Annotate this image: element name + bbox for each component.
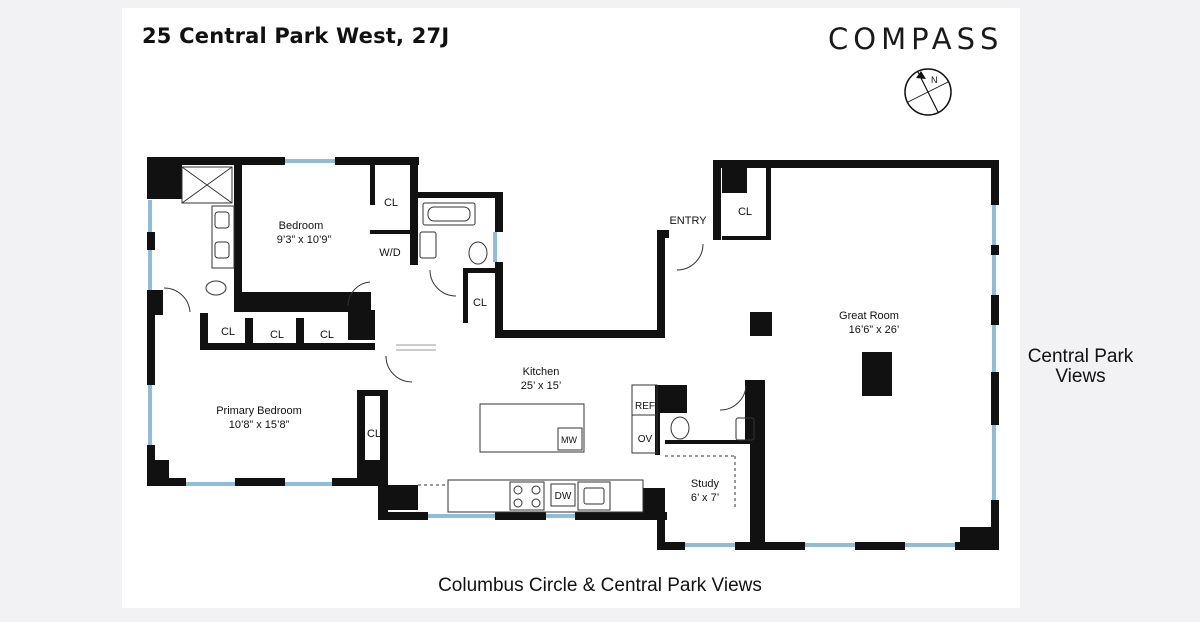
listing-address: 25 Central Park West, 27J [142, 24, 450, 48]
fixture-labels: CL W/D CL CL CL CL CL CL ENTRY REF OV MW… [221, 197, 752, 502]
closet-label: CL [738, 206, 752, 218]
study-dims: 6’ x 7’ [691, 492, 719, 504]
microwave-label: MW [561, 435, 577, 445]
room-labels: Bedroom 9’3” x 10’9” Primary Bedroom 10’… [216, 220, 899, 504]
windows [148, 159, 996, 547]
fixtures [163, 166, 755, 513]
compass-rose-icon: N [904, 68, 952, 116]
closet-label: CL [221, 326, 235, 338]
dishwasher-label: DW [555, 491, 572, 502]
compass-north-label: N [931, 75, 938, 85]
walls [147, 157, 999, 550]
bedroom-name: Bedroom [279, 220, 324, 232]
closet-label: CL [384, 197, 398, 209]
closet-label: CL [367, 428, 381, 440]
washer-dryer-label: W/D [379, 247, 400, 259]
great-room-dims: 16’6” x 26’ [849, 324, 900, 336]
refrigerator-label: REF [635, 401, 655, 412]
bedroom-dims: 9’3” x 10’9” [277, 234, 332, 246]
study-name: Study [691, 478, 720, 490]
brand-logo: COMPASS [828, 22, 1004, 56]
side-views-label: Central Park Views [1027, 346, 1134, 387]
entry-label: ENTRY [669, 215, 707, 227]
primary-bedroom-name: Primary Bedroom [216, 405, 302, 417]
primary-bedroom-dims: 10’8” x 15’8” [229, 419, 290, 431]
kitchen-name: Kitchen [523, 366, 560, 378]
closet-label: CL [320, 329, 334, 341]
closet-label: CL [270, 329, 284, 341]
kitchen-dims: 25’ x 15’ [521, 380, 562, 392]
closet-label: CL [473, 297, 487, 309]
bottom-views-caption: Columbus Circle & Central Park Views [438, 575, 762, 596]
great-room-name: Great Room [839, 310, 899, 322]
oven-label: OV [638, 434, 653, 445]
